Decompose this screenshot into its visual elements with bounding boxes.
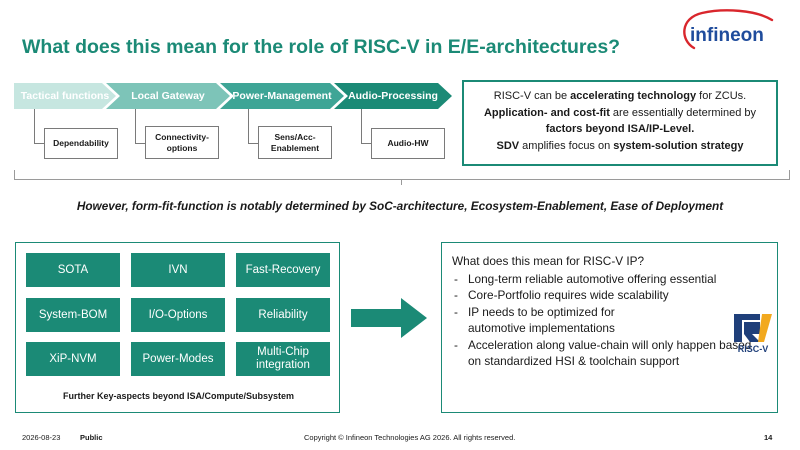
summary-emphasis: Application- and cost-fit <box>483 106 610 119</box>
summary-text: amplifies focus on <box>519 139 614 152</box>
sub-dependability: Dependability <box>44 128 118 159</box>
footer-date: 2026-08-23 <box>22 433 61 442</box>
sub-label: Sens/Acc- <box>274 131 316 142</box>
list-item: -Acceleration along value-chain will onl… <box>452 337 767 370</box>
aspect-tile-xip-nvm: XiP-NVM <box>26 342 120 376</box>
riscv-ip-box: What does this mean for RISC-V IP? -Long… <box>441 242 778 413</box>
riscv-logo: RISC-V <box>734 314 772 354</box>
right-arrow-icon <box>351 298 427 338</box>
connector-line <box>34 109 44 144</box>
aspect-tile-multi-chip-integration: Multi-Chip integration <box>236 342 330 376</box>
chevron-local-gateway: Local Gateway <box>106 83 230 109</box>
infineon-logo: infineon <box>683 9 774 50</box>
footer-classification: Public <box>80 433 103 442</box>
summary-box: RISC-V can be accelerating technology fo… <box>462 80 778 166</box>
bullet-text: Long-term reliable automotive offering e… <box>468 271 717 286</box>
however-statement: However, form-fit-function is notably de… <box>76 199 724 213</box>
summary-emphasis: accelerating technology <box>570 90 697 102</box>
grouping-bracket-tick <box>401 180 402 185</box>
sub-label: Connectivity- <box>155 131 209 142</box>
sub-label: Audio-HW <box>387 138 429 148</box>
dash-bullet: - <box>454 271 458 286</box>
summary-text: are essentially determined by <box>609 106 757 119</box>
summary-emphasis: SDV <box>496 139 520 152</box>
riscv-logo-text: RISC-V <box>738 344 769 354</box>
list-item: -Long-term reliable automotive offering … <box>452 271 767 288</box>
list-item: -Core-Portfolio requires wide scalabilit… <box>452 287 767 304</box>
sub-label: Dependability <box>53 138 109 148</box>
aspect-tile-fast-recovery: Fast-Recovery <box>236 253 330 287</box>
dash-bullet: - <box>454 304 458 319</box>
aspect-tile-sota: SOTA <box>26 253 120 287</box>
grouping-bracket <box>14 170 790 180</box>
chevron-audio-processing: Audio-Processing <box>334 83 452 109</box>
summary-line-2: Application- and cost-fit are essentiall… <box>470 105 770 122</box>
summary-text: for ZCUs. <box>696 90 747 102</box>
summary-line-3: factors beyond ISA/IP-Level. <box>470 121 770 138</box>
slide-title: What does this mean for the role of RISC… <box>22 36 621 58</box>
sub-label: options <box>166 142 198 153</box>
connector-line <box>361 109 371 144</box>
sub-audio-hw: Audio-HW <box>371 128 445 159</box>
bullet-text: Acceleration along value-chain will only… <box>468 337 752 369</box>
dash-bullet: - <box>454 288 458 302</box>
sub-label: Enablement <box>270 142 320 153</box>
dash-bullet: - <box>454 337 458 352</box>
bullet-text: Core-Portfolio requires wide scalability <box>468 288 669 302</box>
aspect-tile-power-modes: Power-Modes <box>131 342 225 376</box>
summary-text: RISC-V can be <box>493 90 571 102</box>
connector-line <box>248 109 258 144</box>
summary-line-1: RISC-V can be accelerating technology fo… <box>470 88 770 105</box>
summary-emphasis: system-solution strategy <box>613 139 744 152</box>
footer-page-number: 14 <box>764 433 773 442</box>
chevron-power-management: Power-Management <box>220 83 344 109</box>
summary-emphasis: factors beyond ISA/IP-Level. <box>545 123 695 135</box>
sub-connectivity-options: Connectivity- options <box>145 126 219 159</box>
aspect-tile-reliability: Reliability <box>236 298 330 332</box>
summary-line-4: SDV amplifies focus on system-solution s… <box>470 138 770 155</box>
logo-wordmark: infineon <box>690 25 764 46</box>
aspect-tile-ivn: IVN <box>131 253 225 287</box>
bullet-text: IP needs to be optimized for automotive … <box>468 304 615 336</box>
footer-copyright: Copyright © Infineon Technologies AG 202… <box>304 433 516 442</box>
list-item: -IP needs to be optimized for automotive… <box>452 304 767 337</box>
key-aspects-box: SOTA IVN Fast-Recovery System-BOM I/O-Op… <box>15 242 340 413</box>
sub-sens-acc-enablement: Sens/Acc- Enablement <box>258 126 332 159</box>
key-aspects-caption: Further Key-aspects beyond ISA/Compute/S… <box>62 391 295 401</box>
ip-question: What does this mean for RISC-V IP? <box>452 254 645 268</box>
connector-line <box>135 109 145 144</box>
aspect-tile-io-options: I/O-Options <box>131 298 225 332</box>
chevron-tactical-functions: Tactical functions <box>14 83 116 109</box>
aspect-tile-system-bom: System-BOM <box>26 298 120 332</box>
